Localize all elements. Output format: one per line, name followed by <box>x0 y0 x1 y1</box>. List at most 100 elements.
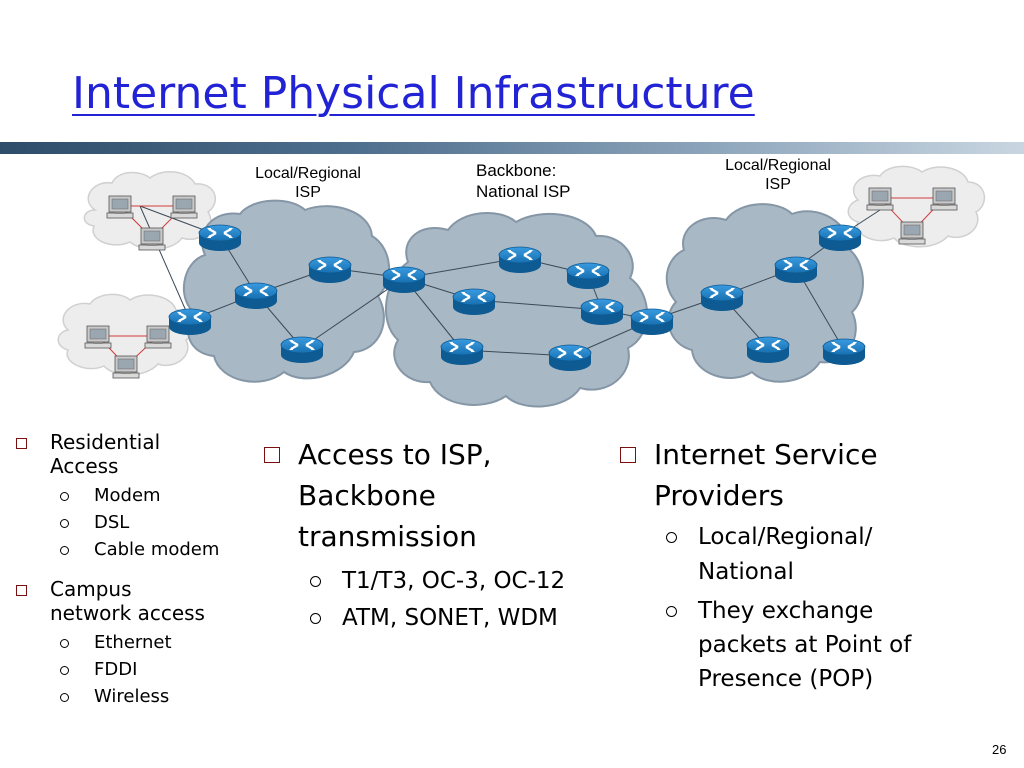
label-left-isp: Local/Regional ISP <box>236 164 380 202</box>
sub-item-text: They exchange <box>698 598 874 624</box>
residential-sublist: Modem DSL Cable modem <box>16 482 246 563</box>
computer-icon <box>170 195 198 219</box>
sub-item: Cable modem <box>60 536 246 563</box>
bullet-text: Campus <box>50 577 132 601</box>
router-icon <box>745 335 791 365</box>
home-cloud-bottom-left <box>57 293 196 376</box>
sub-item-text: Presence (POP) <box>698 666 874 692</box>
sub-item-text: packets at Point of <box>698 632 912 658</box>
bullet-text: Residential <box>50 430 161 454</box>
router-icon <box>773 255 819 285</box>
bullet-text: Internet Service <box>654 438 878 471</box>
computer-icon <box>898 221 926 245</box>
computer-icon <box>144 325 172 349</box>
column-transmission: Access to ISP, Backbone transmission T1/… <box>264 434 624 637</box>
computer-icon <box>138 227 166 251</box>
bullet-circle-icon <box>60 666 69 675</box>
isp-sublist: Local/Regional/ National They exchange p… <box>620 520 1000 696</box>
slide-title: Internet Physical Infrastructure <box>72 68 755 119</box>
sub-item: T1/T3, OC-3, OC-12 <box>310 563 624 600</box>
label-line: Local/Regional <box>725 157 831 174</box>
sub-item-text: DSL <box>94 512 130 533</box>
router-icon <box>381 265 427 295</box>
sub-item: Ethernet <box>60 629 246 656</box>
label-line: ISP <box>765 176 791 193</box>
bullet-circle-icon <box>666 606 677 617</box>
computer-icon <box>84 325 112 349</box>
computer-icon <box>106 195 134 219</box>
bullet-box-icon <box>16 585 27 596</box>
router-icon <box>279 335 325 365</box>
router-icon <box>197 223 243 253</box>
label-line: ISP <box>295 184 321 201</box>
bullet-box-icon <box>16 438 27 449</box>
router-icon <box>233 281 279 311</box>
bullet-campus: Campus network access <box>16 577 246 625</box>
label-line: Backbone: <box>476 161 557 180</box>
router-icon <box>307 255 353 285</box>
network-diagram-svg <box>57 165 986 408</box>
sub-item-text: Wireless <box>94 686 170 707</box>
router-icon <box>497 245 543 275</box>
bullet-circle-icon <box>60 492 69 501</box>
bullet-text: Access <box>50 454 119 478</box>
computer-icon <box>112 355 140 379</box>
bullet-text: transmission <box>298 520 477 553</box>
bullet-text: Backbone <box>298 479 436 512</box>
router-icon <box>439 337 485 367</box>
computer-icon <box>866 187 894 211</box>
bullet-circle-icon <box>666 532 677 543</box>
bullet-isp: Internet Service Providers <box>620 434 1000 516</box>
bullet-circle-icon <box>60 519 69 528</box>
sub-item: FDDI <box>60 656 246 683</box>
router-icon <box>821 337 867 367</box>
router-icon <box>451 287 497 317</box>
bullet-circle-icon <box>60 546 69 555</box>
label-backbone: Backbone: National ISP <box>476 160 616 202</box>
sub-item: Wireless <box>60 683 246 710</box>
bullet-circle-icon <box>310 576 321 587</box>
home-cloud-top-left <box>83 171 217 250</box>
bullet-circle-icon <box>60 693 69 702</box>
bullet-box-icon <box>620 447 636 463</box>
sub-item: They exchange packets at Point of Presen… <box>666 594 1000 696</box>
sub-item-text: Modem <box>94 485 161 506</box>
bullet-residential: Residential Access <box>16 430 246 478</box>
router-icon <box>579 297 625 327</box>
sub-item-text: T1/T3, OC-3, OC-12 <box>342 568 566 594</box>
bullet-box-icon <box>264 447 280 463</box>
bullet-access-backbone: Access to ISP, Backbone transmission <box>264 434 624 557</box>
sub-item-text: National <box>698 559 794 585</box>
router-icon <box>167 307 213 337</box>
label-line: National ISP <box>476 182 571 201</box>
sub-item-text: ATM, SONET, WDM <box>342 605 558 631</box>
bullet-circle-icon <box>310 613 321 624</box>
page-number: 26 <box>992 742 1007 757</box>
router-icon <box>547 343 593 373</box>
campus-sublist: Ethernet FDDI Wireless <box>16 629 246 710</box>
column-access: Residential Access Modem DSL Cable modem… <box>16 430 246 710</box>
bullet-text: Access to ISP, <box>298 438 492 471</box>
sub-item-text: FDDI <box>94 659 138 680</box>
bullet-circle-icon <box>60 639 69 648</box>
label-line: Local/Regional <box>255 165 361 182</box>
sub-item: Modem <box>60 482 246 509</box>
column-isp: Internet Service Providers Local/Regiona… <box>620 434 1000 696</box>
sub-item: ATM, SONET, WDM <box>310 600 624 637</box>
bullet-text: network access <box>50 601 205 625</box>
sub-item-text: Local/Regional/ <box>698 524 873 550</box>
title-divider-bar <box>0 142 1024 154</box>
sub-item: DSL <box>60 509 246 536</box>
router-icon <box>565 261 611 291</box>
bullet-text: Providers <box>654 479 784 512</box>
sub-item-text: Cable modem <box>94 539 220 560</box>
router-icon <box>629 307 675 337</box>
transmission-sublist: T1/T3, OC-3, OC-12 ATM, SONET, WDM <box>264 563 624 637</box>
computer-icon <box>930 187 958 211</box>
router-icon <box>699 283 745 313</box>
sub-item-text: Ethernet <box>94 632 172 653</box>
router-icon <box>817 223 863 253</box>
label-right-isp: Local/Regional ISP <box>706 156 850 194</box>
network-diagram: Local/Regional ISP Backbone: National IS… <box>0 150 1024 420</box>
sub-item: Local/Regional/ National <box>666 520 1000 590</box>
